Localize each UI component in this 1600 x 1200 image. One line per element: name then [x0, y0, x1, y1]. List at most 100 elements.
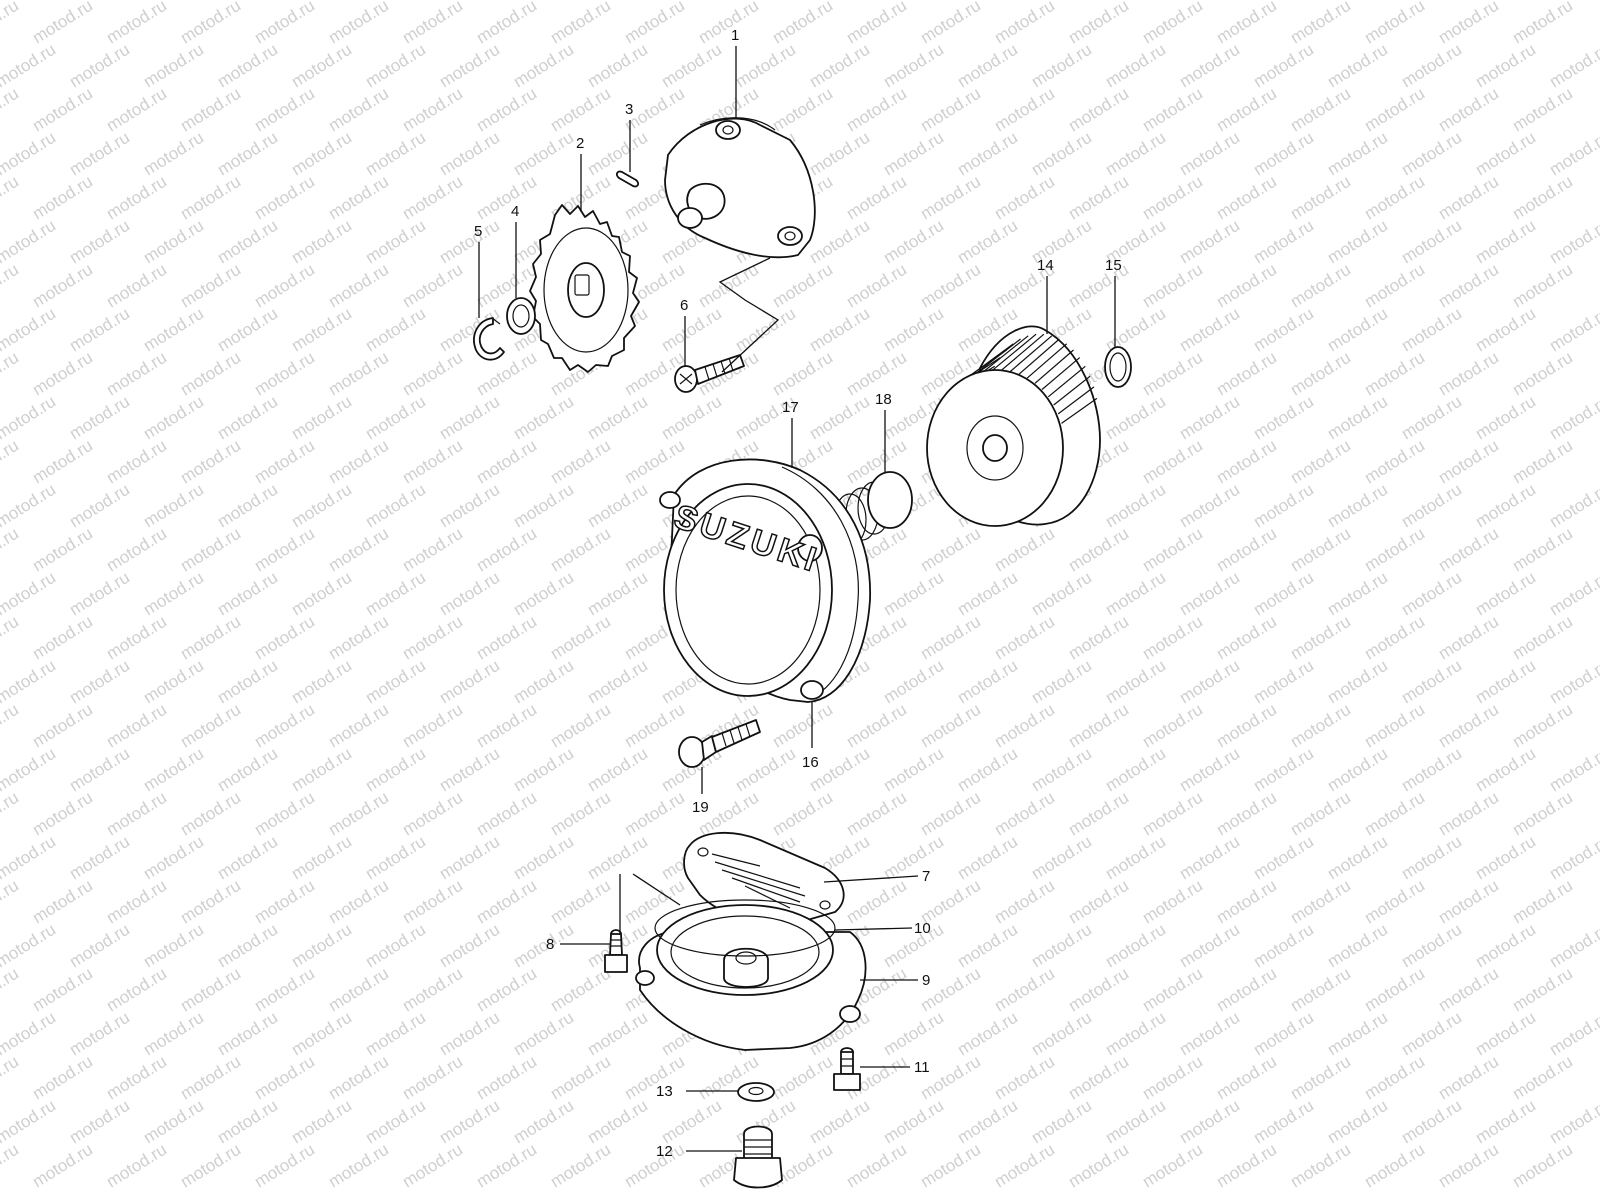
- watermark-text: motod.ru: [547, 876, 614, 928]
- watermark-text: motod.ru: [1324, 744, 1391, 796]
- watermark-text: motod.ru: [991, 1140, 1058, 1192]
- watermark-text: motod.ru: [1398, 832, 1465, 884]
- watermark-text: motod.ru: [547, 964, 614, 1016]
- watermark-text: motod.ru: [288, 480, 355, 532]
- watermark-text: motod.ru: [1139, 1052, 1206, 1104]
- watermark-text: motod.ru: [0, 700, 22, 752]
- watermark-text: motod.ru: [843, 876, 910, 928]
- watermark-text: motod.ru: [1139, 612, 1206, 664]
- watermark-text: motod.ru: [991, 1052, 1058, 1104]
- watermark-text: motod.ru: [880, 40, 947, 92]
- svg-text:1: 1: [731, 27, 739, 44]
- watermark-text: motod.ru: [1028, 128, 1095, 180]
- watermark-text: motod.ru: [584, 1096, 651, 1148]
- watermark-text: motod.ru: [1065, 964, 1132, 1016]
- watermark-text: motod.ru: [1509, 612, 1576, 664]
- watermark-text: motod.ru: [399, 876, 466, 928]
- watermark-text: motod.ru: [1287, 964, 1354, 1016]
- watermark-text: motod.ru: [1324, 656, 1391, 708]
- watermark-text: motod.ru: [214, 128, 281, 180]
- watermark-text: motod.ru: [325, 876, 392, 928]
- watermark-text: motod.ru: [1176, 1096, 1243, 1148]
- watermark-text: motod.ru: [1065, 1052, 1132, 1104]
- watermark-text: motod.ru: [140, 1008, 207, 1060]
- watermark-text: motod.ru: [473, 1140, 540, 1192]
- watermark-text: motod.ru: [1398, 480, 1465, 532]
- watermark-text: motod.ru: [177, 348, 244, 400]
- watermark-text: motod.ru: [1102, 832, 1169, 884]
- watermark-text: motod.ru: [399, 1052, 466, 1104]
- watermark-text: motod.ru: [473, 876, 540, 928]
- watermark-text: motod.ru: [436, 304, 503, 356]
- watermark-text: motod.ru: [1472, 40, 1539, 92]
- watermark-text: motod.ru: [66, 568, 133, 620]
- watermark-text: motod.ru: [399, 964, 466, 1016]
- drain-plug: [733, 1125, 783, 1189]
- watermark-text: motod.ru: [1361, 700, 1428, 752]
- watermark-text: motod.ru: [1287, 84, 1354, 136]
- watermark-text: motod.ru: [325, 788, 392, 840]
- watermark-text: motod.ru: [0, 1008, 59, 1060]
- watermark-text: motod.ru: [1287, 524, 1354, 576]
- watermark-text: motod.ru: [1509, 348, 1576, 400]
- watermark-text: motod.ru: [436, 216, 503, 268]
- watermark-text: motod.ru: [473, 0, 540, 47]
- svg-text:2: 2: [576, 135, 584, 152]
- watermark-text: motod.ru: [362, 40, 429, 92]
- watermark-text: motod.ru: [288, 744, 355, 796]
- watermark-text: motod.ru: [0, 0, 22, 47]
- watermark-text: motod.ru: [362, 392, 429, 444]
- watermark-text: motod.ru: [66, 40, 133, 92]
- watermark-text: motod.ru: [325, 1140, 392, 1192]
- watermark-text: motod.ru: [991, 964, 1058, 1016]
- watermark-text: motod.ru: [177, 788, 244, 840]
- watermark-text: motod.ru: [547, 1052, 614, 1104]
- watermark-text: motod.ru: [103, 348, 170, 400]
- watermark-text: motod.ru: [991, 84, 1058, 136]
- watermark-text: motod.ru: [1176, 832, 1243, 884]
- watermark-text: motod.ru: [769, 0, 836, 47]
- watermark-text: motod.ru: [1398, 568, 1465, 620]
- watermark-text: motod.ru: [436, 392, 503, 444]
- watermark-text: motod.ru: [473, 436, 540, 488]
- watermark-text: motod.ru: [954, 128, 1021, 180]
- svg-text:11: 11: [914, 1059, 930, 1076]
- watermark-text: motod.ru: [769, 788, 836, 840]
- watermark-text: motod.ru: [1546, 304, 1600, 356]
- filter-pleat: [1041, 357, 1081, 390]
- watermark-text: motod.ru: [621, 700, 688, 752]
- watermark-text: motod.ru: [1398, 656, 1465, 708]
- watermark-text: motod.ru: [1213, 0, 1280, 47]
- watermark-text: motod.ru: [66, 480, 133, 532]
- watermark-text: motod.ru: [1139, 788, 1206, 840]
- cover-bolt: [678, 719, 761, 768]
- watermark-text: motod.ru: [66, 744, 133, 796]
- watermark-text: motod.ru: [436, 656, 503, 708]
- callout-4: 4: [511, 203, 519, 298]
- watermark-text: motod.ru: [214, 832, 281, 884]
- watermark-text: motod.ru: [0, 788, 22, 840]
- watermark-text: motod.ru: [288, 1008, 355, 1060]
- svg-text:10: 10: [914, 920, 931, 937]
- watermark-text: motod.ru: [29, 260, 96, 312]
- watermark-text: motod.ru: [325, 348, 392, 400]
- watermark-text: motod.ru: [547, 84, 614, 136]
- watermark-text: motod.ru: [732, 304, 799, 356]
- svg-text:9: 9: [922, 972, 930, 989]
- watermark-text: motod.ru: [1028, 40, 1095, 92]
- watermark-text: motod.ru: [1139, 1140, 1206, 1192]
- callout-12: 12: [656, 1143, 742, 1160]
- watermark-text: motod.ru: [1472, 832, 1539, 884]
- watermark-text: motod.ru: [1139, 172, 1206, 224]
- watermark-text: motod.ru: [917, 0, 984, 47]
- watermark-text: motod.ru: [66, 216, 133, 268]
- watermark-text: motod.ru: [1250, 1096, 1317, 1148]
- watermark-text: motod.ru: [1213, 876, 1280, 928]
- watermark-text: motod.ru: [103, 788, 170, 840]
- watermark-text: motod.ru: [658, 1096, 725, 1148]
- watermark-text: motod.ru: [177, 964, 244, 1016]
- watermark-text: motod.ru: [880, 1096, 947, 1148]
- watermark-text: motod.ru: [1324, 304, 1391, 356]
- watermark-text: motod.ru: [103, 876, 170, 928]
- watermark-text: motod.ru: [362, 744, 429, 796]
